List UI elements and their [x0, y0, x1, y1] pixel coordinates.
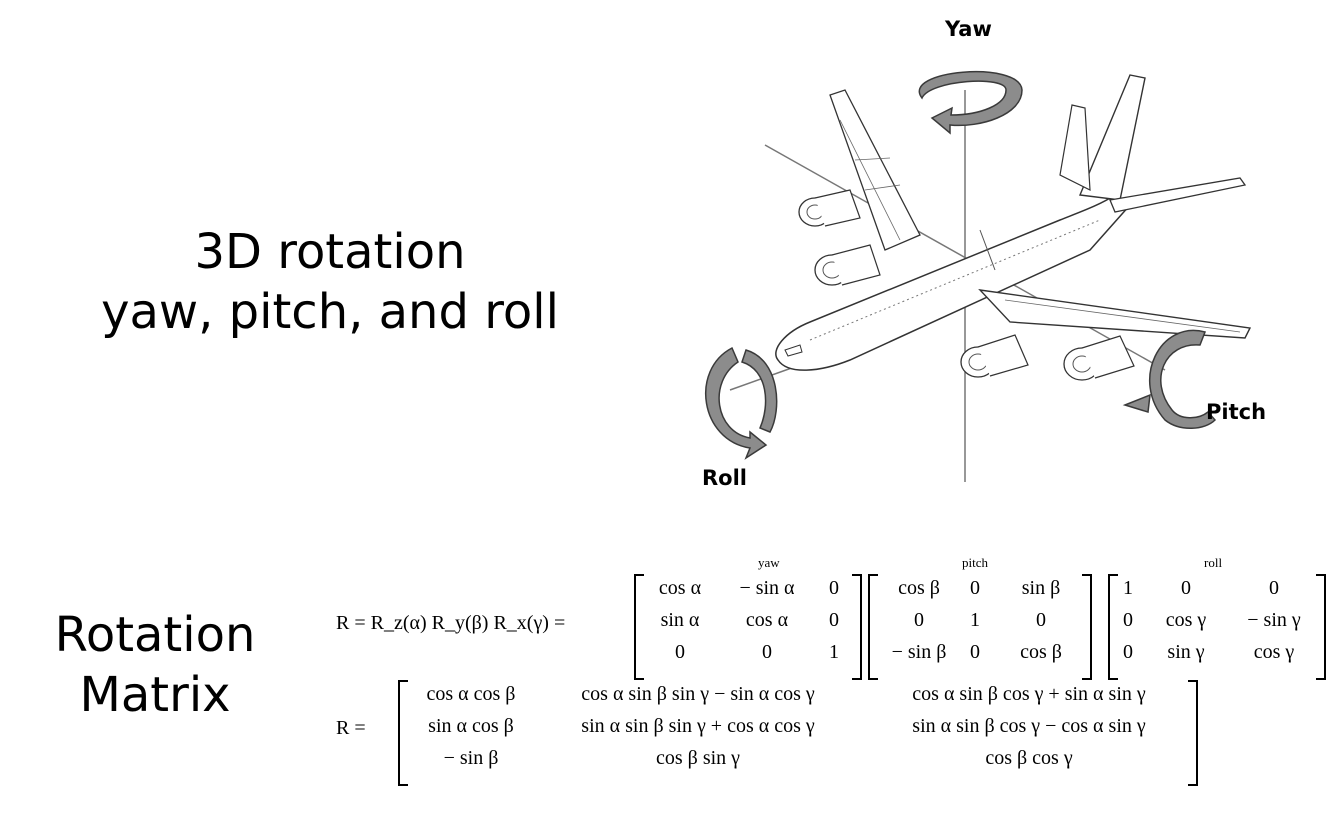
- yaw-matrix-cell: 0: [675, 641, 685, 663]
- tail-fin: [1078, 74, 1146, 201]
- yaw-matrix-right-bracket: [852, 574, 862, 680]
- full-matrix-cell: sin α sin β sin γ + cos α cos γ: [581, 715, 815, 737]
- pitch-matrix-cell: 1: [970, 609, 980, 631]
- roll-label: Roll: [702, 466, 747, 490]
- full-matrix-cell: cos α sin β sin γ − sin α cos γ: [581, 683, 815, 705]
- roll-matrix-cell: 0: [1123, 609, 1133, 631]
- yaw-matrix-cell: cos α: [745, 609, 789, 631]
- title-line-2: yaw, pitch, and roll: [101, 284, 559, 340]
- full-matrix-right-bracket: [1188, 680, 1198, 786]
- slide-title: 3D rotation yaw, pitch, and roll: [60, 222, 600, 342]
- pitch-axis-line: [764, 144, 1166, 371]
- title-line-1: 3D rotation: [194, 224, 466, 280]
- pitch-overbrace-label: pitch: [962, 555, 988, 570]
- pitch-matrix-cell: cos β: [898, 577, 940, 599]
- pitch-matrix-cell: cos β: [1020, 641, 1062, 663]
- yaw-matrix-cell: 0: [829, 609, 839, 631]
- yaw-label: Yaw: [945, 17, 992, 41]
- fuselage: [775, 194, 1132, 371]
- matrix-title-line-2: Matrix: [79, 667, 231, 723]
- airplane-illustration: [705, 70, 1252, 482]
- equation-1-lhs: R = R_z(α) R_y(β) R_x(γ) =: [336, 612, 566, 634]
- full-matrix-cell: cos β sin γ: [655, 747, 740, 769]
- full-matrix-cell: − sin β: [443, 747, 499, 769]
- roll-matrix-cell: cos γ: [1253, 641, 1295, 663]
- roll-matrix-cell: 0: [1181, 577, 1191, 599]
- roll-arrow: [705, 346, 778, 460]
- matrix-title: Rotation Matrix: [30, 605, 280, 725]
- yaw-matrix-left-bracket: [634, 574, 644, 680]
- pitch-matrix-cell: sin β: [1021, 577, 1061, 599]
- pitch-matrix-cell: 0: [914, 609, 924, 631]
- equation-2-lhs: R =: [336, 717, 366, 739]
- yaw-matrix-cell: 0: [829, 577, 839, 599]
- yaw-matrix-cell: − sin α: [739, 577, 795, 599]
- yaw-matrix-cell: cos α: [658, 577, 702, 599]
- full-matrix-cell: cos β cos γ: [985, 747, 1073, 769]
- window-row: [809, 219, 1101, 341]
- yaw-matrix-cell: 1: [829, 641, 839, 663]
- pitch-arrow: [1122, 329, 1217, 429]
- pitch-matrix-cell: 0: [970, 641, 980, 663]
- yaw-overbrace-label: yaw: [758, 555, 780, 570]
- roll-matrix-cell: 0: [1269, 577, 1279, 599]
- pitch-matrix-right-bracket: [1082, 574, 1092, 680]
- yaw-matrix-cell: sin α: [660, 609, 700, 631]
- pitch-matrix-cell: − sin β: [891, 641, 947, 663]
- roll-matrix-cell: 0: [1123, 641, 1133, 663]
- pitch-matrix-cell: 0: [1036, 609, 1046, 631]
- roll-matrix-left-bracket: [1108, 574, 1118, 680]
- full-matrix-cell: sin α sin β cos γ − cos α sin γ: [912, 715, 1146, 737]
- far-wing: [829, 89, 921, 251]
- full-matrix-cell: cos α sin β cos γ + sin α sin γ: [912, 683, 1146, 705]
- full-matrix-cell: cos α cos β: [426, 683, 516, 705]
- pitch-matrix-left-bracket: [868, 574, 878, 680]
- full-matrix-left-bracket: [398, 680, 408, 786]
- horizontal-stabilizer: [1109, 177, 1247, 213]
- pitch-matrix-cell: 0: [970, 577, 980, 599]
- near-wing: [978, 289, 1252, 339]
- pitch-label: Pitch: [1206, 400, 1267, 424]
- roll-matrix-cell: 1: [1123, 577, 1133, 599]
- roll-matrix-cell: − sin γ: [1247, 609, 1301, 631]
- roll-matrix-right-bracket: [1316, 574, 1326, 680]
- full-matrix-cell: sin α cos β: [428, 715, 514, 737]
- matrix-title-line-1: Rotation: [54, 607, 256, 663]
- roll-matrix-cell: sin γ: [1167, 641, 1205, 663]
- yaw-arrow: [918, 70, 1023, 135]
- yaw-matrix-cell: 0: [762, 641, 772, 663]
- roll-overbrace-label: roll: [1204, 555, 1223, 570]
- roll-matrix-cell: cos γ: [1165, 609, 1207, 631]
- cockpit: [784, 344, 803, 357]
